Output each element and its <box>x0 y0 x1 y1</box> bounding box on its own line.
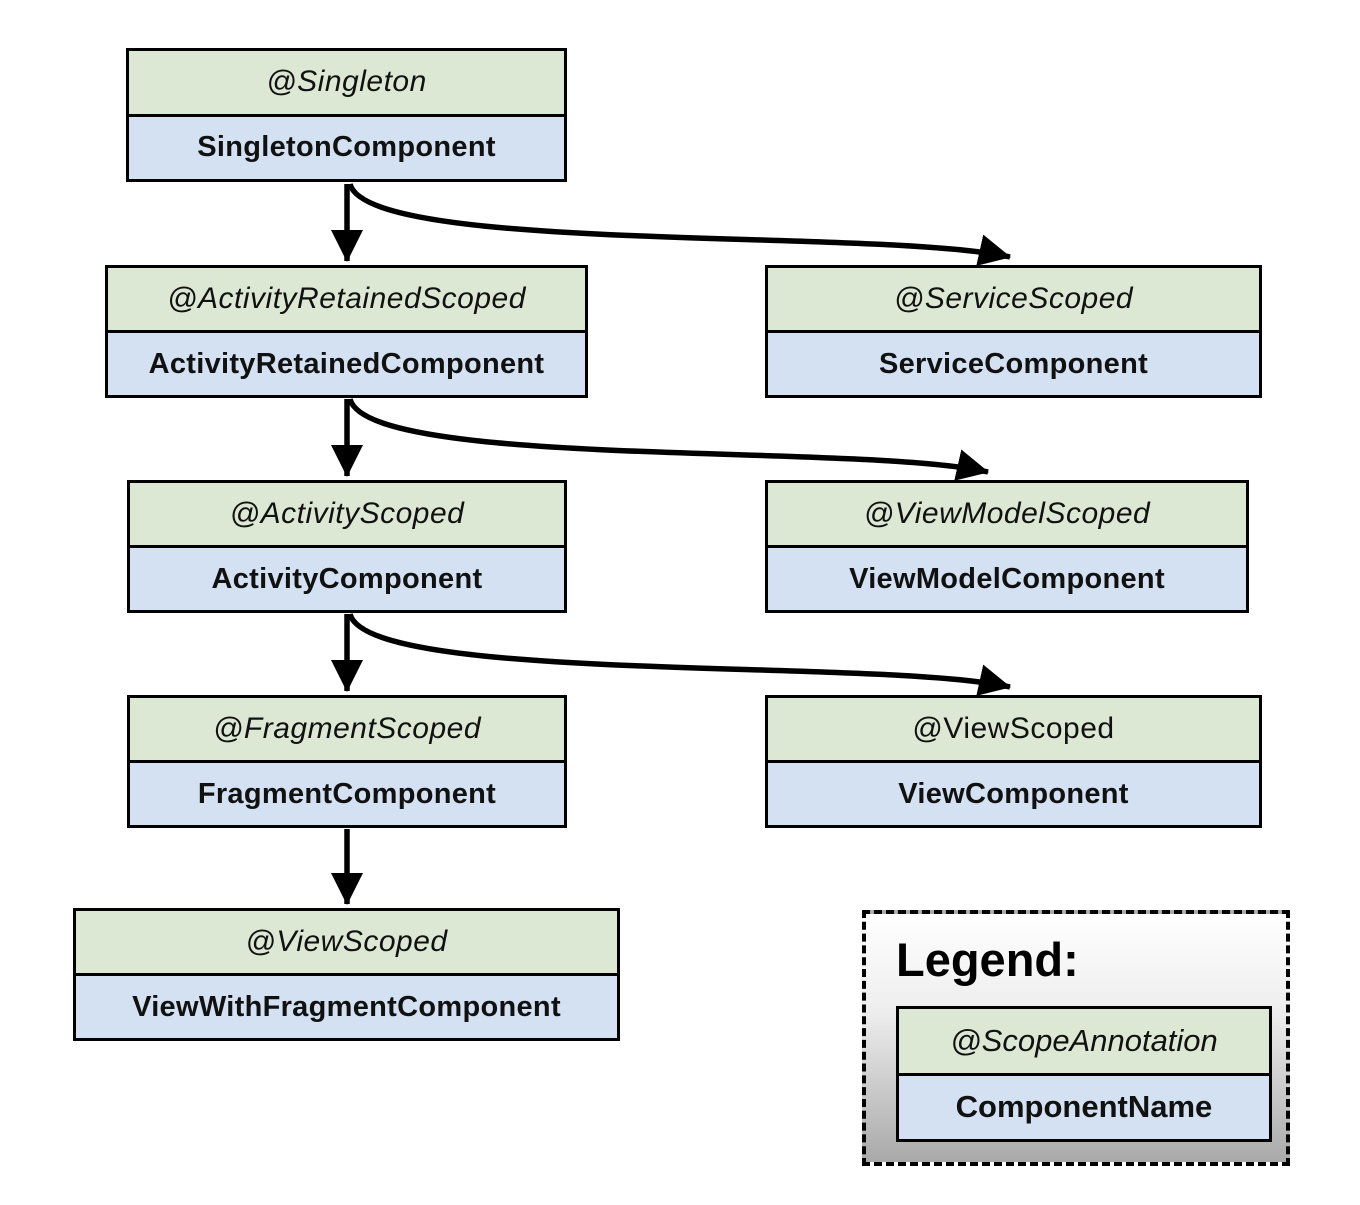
node-fragment-component: @FragmentScoped FragmentComponent <box>127 695 567 828</box>
component-name-label: ViewWithFragmentComponent <box>76 976 617 1038</box>
scope-annotation-label: @ViewScoped <box>768 698 1259 763</box>
scope-annotation-label: @FragmentScoped <box>130 698 564 763</box>
node-view-component: @ViewScoped ViewComponent <box>765 695 1262 828</box>
component-name-label: FragmentComponent <box>130 763 564 825</box>
component-name-label: ActivityComponent <box>130 548 564 610</box>
edge-activity-to-view <box>347 612 1011 696</box>
legend-sample-node: @ScopeAnnotation ComponentName <box>896 1006 1272 1142</box>
node-service-component: @ServiceScoped ServiceComponent <box>765 265 1262 398</box>
scope-annotation-label: @ViewScoped <box>76 911 617 976</box>
node-activity-retained-component: @ActivityRetainedScoped ActivityRetained… <box>105 265 588 398</box>
node-view-with-fragment-component: @ViewScoped ViewWithFragmentComponent <box>73 908 620 1041</box>
legend-component-name-label: ComponentName <box>899 1075 1269 1139</box>
component-name-label: ViewComponent <box>768 763 1259 825</box>
node-view-model-component: @ViewModelScoped ViewModelComponent <box>765 480 1249 613</box>
edge-singleton-to-service <box>347 182 1011 266</box>
node-activity-component: @ActivityScoped ActivityComponent <box>127 480 567 613</box>
component-name-label: ServiceComponent <box>768 333 1259 395</box>
scope-annotation-label: @ActivityRetainedScoped <box>108 268 585 333</box>
legend-box: Legend: @ScopeAnnotation ComponentName <box>862 910 1290 1166</box>
legend-scope-annotation-label: @ScopeAnnotation <box>899 1009 1269 1076</box>
node-singleton-component: @Singleton SingletonComponent <box>126 48 567 182</box>
scope-annotation-label: @Singleton <box>129 51 564 117</box>
component-name-label: SingletonComponent <box>129 116 564 179</box>
scope-annotation-label: @ActivityScoped <box>130 483 564 548</box>
scope-annotation-label: @ServiceScoped <box>768 268 1259 333</box>
component-name-label: ActivityRetainedComponent <box>108 333 585 395</box>
component-name-label: ViewModelComponent <box>768 548 1246 610</box>
legend-title: Legend: <box>896 933 1079 986</box>
edge-activity-retained-to-view-model <box>347 397 989 481</box>
scope-annotation-label: @ViewModelScoped <box>768 483 1246 548</box>
